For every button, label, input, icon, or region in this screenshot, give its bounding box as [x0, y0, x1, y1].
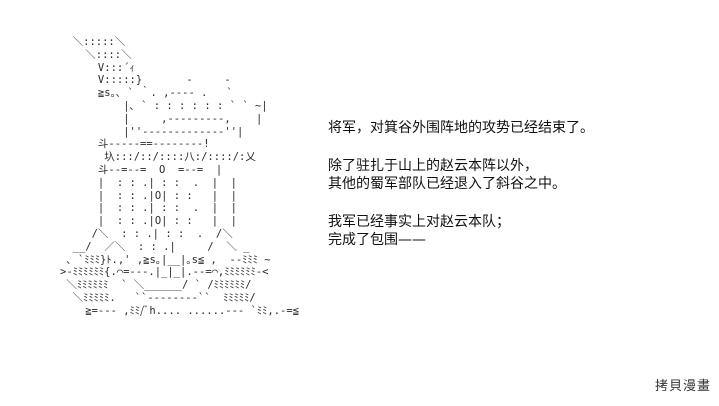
narration-spacer [328, 193, 708, 213]
narration-spacer [328, 137, 708, 157]
narration-line-1: 将军，对箕谷外围阵地的攻势已经结束了。 [328, 120, 594, 136]
narration-line-4: 我军已经事实上对赵云本队； [328, 214, 510, 230]
narration-text-block: 将军，对箕谷外围阵地的攻势已经结束了。 除了驻扎于山上的赵云本阵以外， 其他的蜀… [328, 119, 708, 249]
narration-line-5: 完成了包围—— [328, 232, 426, 248]
narration-line-3: 其他的蜀军部队已经退入了斜谷之中。 [328, 176, 566, 192]
narration-line-2: 除了驻扎于山上的赵云本阵以外， [328, 158, 538, 174]
ascii-art-fortress-illustration: ＼:::::＼ ＼::::＼ V:::´ｨ V:::::} - - ≧s｡､ `… [60, 36, 299, 317]
watermark-text: 拷貝漫畫 [654, 379, 711, 394]
